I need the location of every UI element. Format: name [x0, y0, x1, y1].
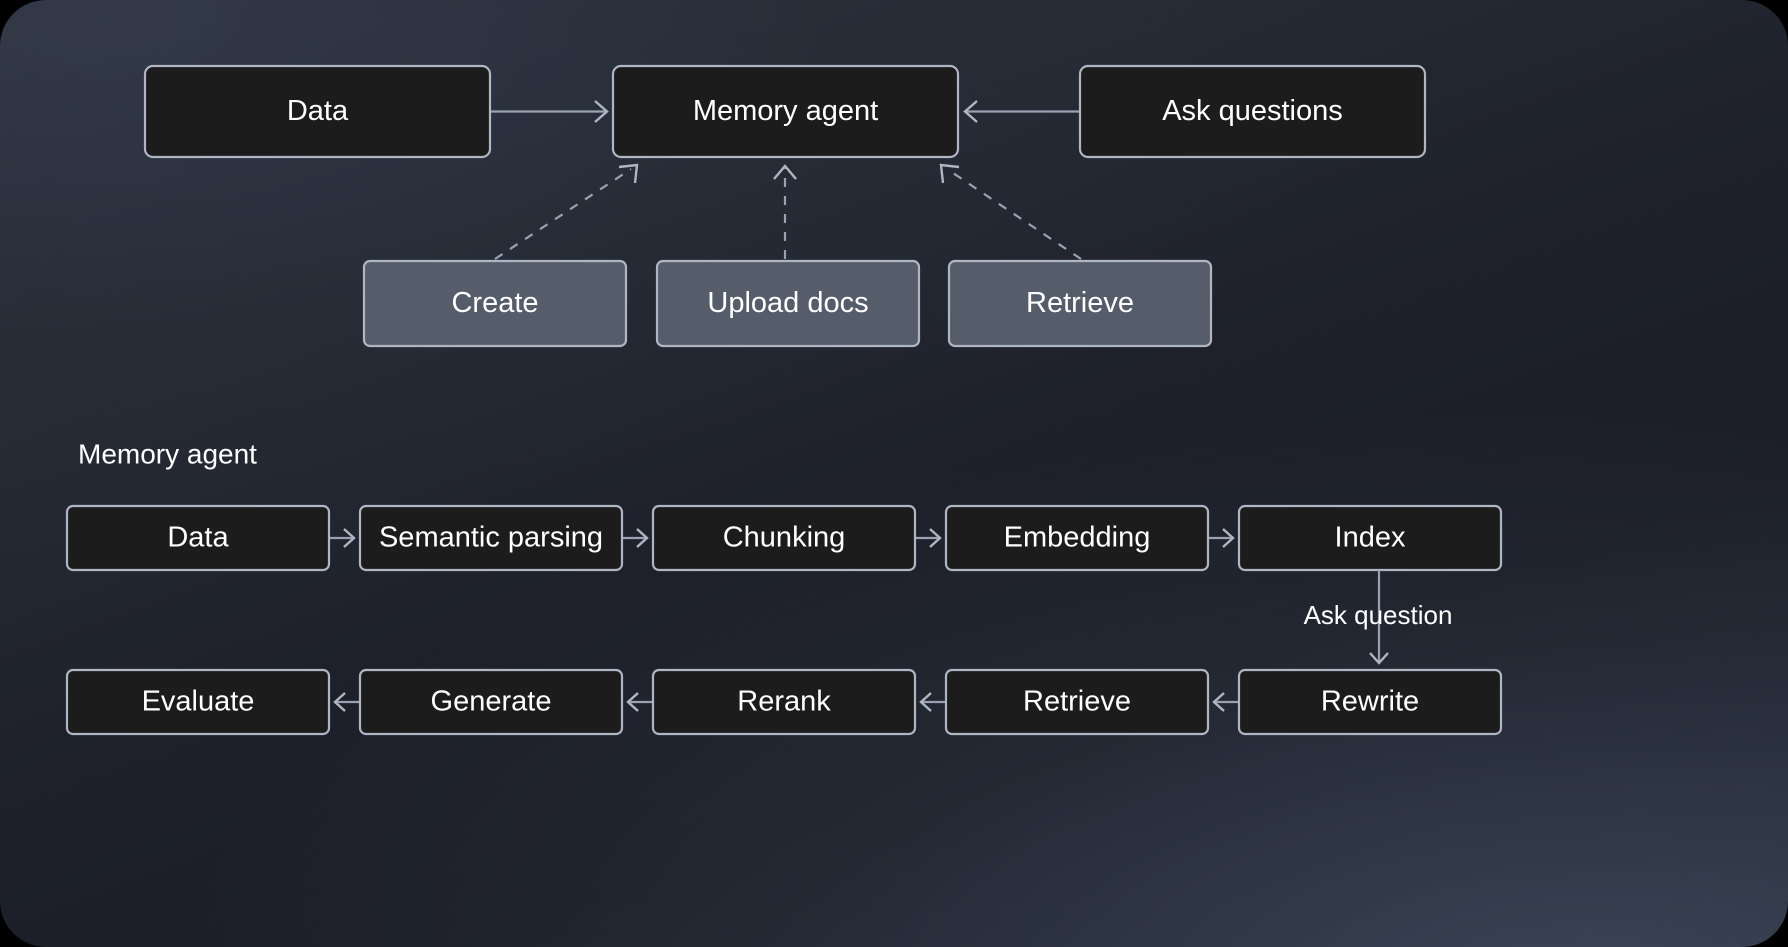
node-retrieve-bottom[interactable]: Retrieve — [944, 668, 1210, 736]
edge-retrieve-to-memory-agent — [939, 163, 1082, 260]
edge-embedding-to-index — [1208, 528, 1235, 548]
node-retrieve-top[interactable]: Retrieve — [947, 259, 1213, 348]
node-rewrite-label: Rewrite — [1321, 686, 1419, 718]
node-ask-questions[interactable]: Ask questions — [1078, 64, 1427, 159]
node-chunking[interactable]: Chunking — [651, 504, 917, 572]
node-index-label: Index — [1335, 522, 1406, 554]
edge-semantic-parsing-to-chunking — [622, 528, 649, 548]
node-upload-docs[interactable]: Upload docs — [655, 259, 921, 348]
node-memory-agent-label: Memory agent — [693, 95, 878, 127]
node-generate-label: Generate — [431, 686, 552, 718]
edge-upload-docs-to-memory-agent — [773, 164, 797, 259]
node-embedding-label: Embedding — [1004, 522, 1151, 554]
node-rewrite[interactable]: Rewrite — [1237, 668, 1503, 736]
node-index[interactable]: Index — [1237, 504, 1503, 572]
node-data-pipeline[interactable]: Data — [65, 504, 331, 572]
edge-data2-to-semantic-parsing — [329, 528, 356, 548]
node-memory-agent[interactable]: Memory agent — [611, 64, 960, 159]
node-create[interactable]: Create — [362, 259, 628, 348]
node-ask-questions-label: Ask questions — [1162, 95, 1343, 127]
node-semantic-parsing[interactable]: Semantic parsing — [358, 504, 624, 572]
node-data[interactable]: Data — [143, 64, 492, 159]
node-embedding[interactable]: Embedding — [944, 504, 1210, 572]
node-data-label: Data — [287, 95, 349, 127]
edge-data-to-memory-agent — [490, 100, 609, 123]
node-retrieve-top-label: Retrieve — [1026, 287, 1134, 319]
node-semantic-parsing-label: Semantic parsing — [379, 522, 603, 554]
edge-ask-questions-to-memory-agent — [963, 100, 1080, 123]
edge-rewrite-to-retrieve — [1212, 692, 1239, 712]
edge-rerank-to-generate — [626, 692, 653, 712]
edge-label-ask-question: Ask question — [1304, 600, 1453, 630]
node-evaluate-label: Evaluate — [142, 686, 255, 718]
edge-generate-to-evaluate — [333, 692, 360, 712]
node-upload-docs-label: Upload docs — [707, 287, 868, 319]
node-create-label: Create — [451, 287, 538, 319]
node-evaluate[interactable]: Evaluate — [65, 668, 331, 736]
node-generate[interactable]: Generate — [358, 668, 624, 736]
edge-create-to-memory-agent — [494, 163, 639, 260]
node-chunking-label: Chunking — [723, 522, 846, 554]
edge-retrieve-to-rerank — [919, 692, 946, 712]
node-rerank-label: Rerank — [737, 686, 831, 718]
node-rerank[interactable]: Rerank — [651, 668, 917, 736]
edge-chunking-to-embedding — [915, 528, 942, 548]
edge-index-to-rewrite — [1369, 570, 1389, 665]
node-data-pipeline-label: Data — [167, 522, 229, 554]
node-retrieve-bottom-label: Retrieve — [1023, 686, 1131, 718]
pipeline-title: Memory agent — [78, 438, 257, 469]
